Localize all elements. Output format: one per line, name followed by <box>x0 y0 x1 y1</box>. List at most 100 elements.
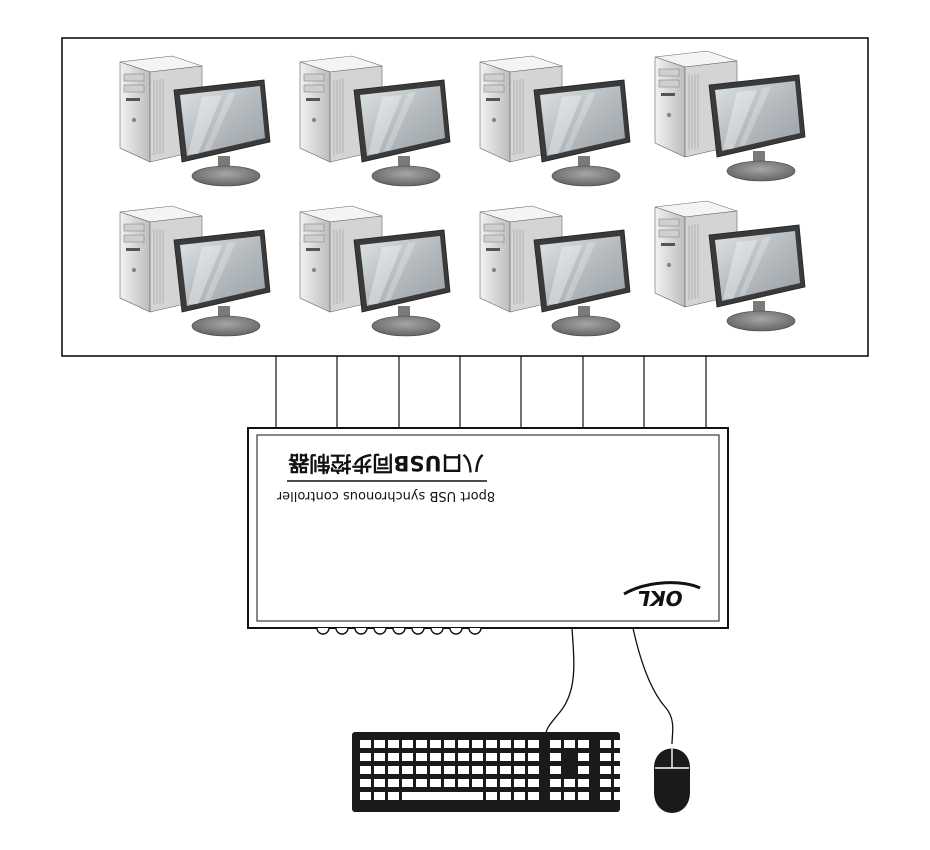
keyboard-key <box>388 792 399 800</box>
port-2 <box>335 627 349 635</box>
keyboard-key <box>402 753 413 761</box>
keyboard-key <box>360 753 371 761</box>
keyboard-key <box>614 740 625 748</box>
keyboard-key <box>430 740 441 748</box>
port-3 <box>354 627 368 635</box>
logo-text: OKL <box>637 586 682 610</box>
keyboard-key <box>458 766 469 774</box>
keyboard-key <box>416 766 427 774</box>
keyboard-key <box>458 740 469 748</box>
keyboard-key <box>472 740 483 748</box>
port-5 <box>392 627 406 635</box>
keyboard-key <box>564 792 575 800</box>
keyboard-key <box>628 792 639 800</box>
keyboard-key <box>642 753 653 761</box>
keyboard-key <box>388 740 399 748</box>
controller-subtitle: 8port USB synchronous controller <box>276 488 495 503</box>
keyboard-key <box>514 792 525 800</box>
keyboard-key <box>360 740 371 748</box>
keyboard-key <box>550 740 561 748</box>
keyboard-key <box>528 740 539 748</box>
keyboard-key <box>374 740 385 748</box>
keyboard-key <box>578 766 589 774</box>
keyboard-key <box>614 792 625 800</box>
keyboard-key <box>402 740 413 748</box>
keyboard-key <box>514 740 525 748</box>
keyboard-key <box>628 740 639 748</box>
keyboard-key <box>600 779 611 787</box>
keyboard-key <box>528 766 539 774</box>
keyboard-key <box>486 740 497 748</box>
mouse-icon <box>654 746 690 813</box>
keyboard-key <box>614 753 625 761</box>
keyboard-key <box>550 753 561 761</box>
keyboard-key <box>444 740 455 748</box>
keyboard-key <box>486 779 497 787</box>
keyboard-key <box>628 766 639 774</box>
keyboard-key <box>500 740 511 748</box>
keyboard-key <box>500 753 511 761</box>
keyboard-key <box>458 779 469 787</box>
keyboard-key <box>458 753 469 761</box>
keyboard-key <box>600 740 611 748</box>
keyboard-key <box>600 753 611 761</box>
keyboard-cable <box>545 627 575 735</box>
keyboard-key <box>550 779 561 787</box>
mouse-cable <box>632 627 674 745</box>
keyboard-key <box>430 753 441 761</box>
keyboard-key <box>528 779 539 787</box>
keyboard-key <box>514 753 525 761</box>
keyboard-key <box>486 792 497 800</box>
keyboard-key <box>514 779 525 787</box>
keyboard-key <box>430 766 441 774</box>
okl-logo: OKL <box>623 581 701 610</box>
keyboard-key <box>360 792 371 800</box>
port-1 <box>316 627 330 635</box>
keyboard-key <box>628 779 639 787</box>
keyboard-key <box>388 753 399 761</box>
keyboard-key <box>550 792 561 800</box>
keyboard-key <box>614 779 625 787</box>
keyboard-key <box>550 766 561 774</box>
controller-ports <box>316 627 482 635</box>
keyboard-key <box>486 766 497 774</box>
keyboard-key <box>578 792 589 800</box>
keyboard-key <box>500 792 511 800</box>
keyboard-key <box>472 766 483 774</box>
keyboard-key <box>578 753 589 761</box>
keyboard-key <box>374 766 385 774</box>
keyboard-key <box>416 753 427 761</box>
port-7 <box>430 627 444 635</box>
keyboard-key <box>578 740 589 748</box>
keyboard-key <box>528 792 539 800</box>
keyboard-key <box>564 779 575 787</box>
keyboard-key <box>472 753 483 761</box>
port-6 <box>411 627 425 635</box>
usb-cables <box>275 356 707 432</box>
usb-sync-controller: 8port USB synchronous controller 八口USB同步… <box>247 427 729 635</box>
keyboard-key <box>430 779 441 787</box>
controller-title: 八口USB同步控制器 <box>287 451 483 475</box>
port-9 <box>468 627 482 635</box>
keyboard-key <box>416 779 427 787</box>
keyboard-key <box>444 779 455 787</box>
keyboard-key <box>600 792 611 800</box>
keyboard-key <box>360 779 371 787</box>
keyboard-key <box>402 792 483 800</box>
keyboard-key <box>514 766 525 774</box>
keyboard-key <box>444 766 455 774</box>
port-8 <box>449 627 463 635</box>
keyboard-key <box>578 779 589 787</box>
keyboard-key <box>642 779 653 787</box>
keyboard-key <box>374 792 385 800</box>
keyboard-key <box>500 766 511 774</box>
keyboard-key <box>614 766 625 774</box>
keyboard-key <box>628 753 639 761</box>
keyboard-key <box>444 753 455 761</box>
keyboard-key <box>564 740 575 748</box>
keyboard-key <box>600 766 611 774</box>
keyboard-key <box>642 766 653 774</box>
keyboard-key <box>388 766 399 774</box>
keyboard-key <box>402 766 413 774</box>
